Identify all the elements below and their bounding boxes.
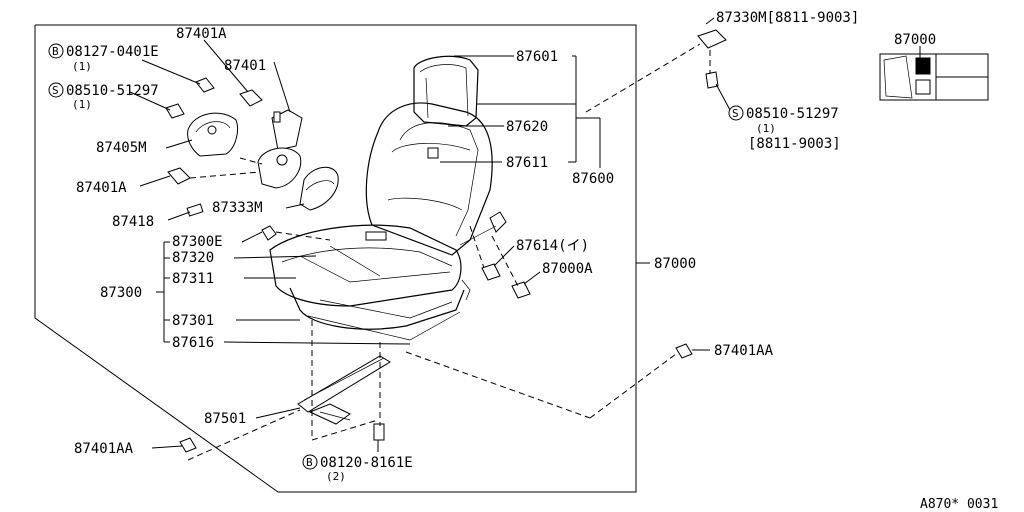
label-87311: 87311: [172, 271, 214, 287]
label-87000a: 87000A: [542, 261, 593, 277]
inset-seat-highlight: [915, 57, 931, 75]
label-87614: 87614(イ): [516, 238, 589, 254]
badge-b-08127: B: [52, 45, 59, 58]
leader-lines: [129, 17, 921, 461]
label-87401: 87401: [224, 58, 266, 74]
label-08510-left-qty: (1): [72, 98, 92, 111]
badge-b-08120: B: [306, 456, 313, 469]
label-87320: 87320: [172, 250, 214, 266]
assembly-boundary: [34, 24, 637, 493]
label-87611: 87611: [506, 155, 548, 171]
label-08120-qty: (2): [326, 470, 346, 483]
label-08127-qty: (1): [72, 60, 92, 73]
part-labels: 87401A 87401 08127-0401E (1) 08510-51297…: [66, 10, 998, 512]
label-87333m: 87333M: [212, 200, 263, 216]
label-08510-right-qty: (1): [756, 122, 776, 135]
label-87405m: 87405M: [96, 140, 147, 156]
label-87301: 87301: [172, 313, 214, 329]
label-08510-right-range: [8811-9003]: [748, 136, 841, 152]
label-87401aa-right: 87401AA: [714, 343, 774, 359]
label-87616: 87616: [172, 335, 214, 351]
seat-illustration: [269, 55, 507, 341]
label-87300e: 87300E: [172, 234, 223, 250]
badges: B S S B: [48, 43, 744, 470]
label-08127-0401e: 08127-0401E: [66, 44, 159, 60]
label-inset-87000: 87000: [894, 32, 936, 48]
label-87330m: 87330M[8811-9003]: [716, 10, 859, 26]
label-87401aa-left: 87401AA: [74, 441, 134, 457]
label-87501: 87501: [204, 411, 246, 427]
label-87000-right: 87000: [654, 256, 696, 272]
label-87620: 87620: [506, 119, 548, 135]
label-08510-right: 08510-51297: [746, 106, 839, 122]
label-87600: 87600: [572, 171, 614, 187]
badge-s-08510-right: S: [732, 107, 739, 120]
diagram-code: A870* 0031: [920, 497, 998, 512]
label-87418: 87418: [112, 214, 154, 230]
label-87601: 87601: [516, 49, 558, 65]
badge-s-08510-left: S: [52, 84, 59, 97]
label-87401a-left: 87401A: [76, 180, 127, 196]
small-parts: [165, 29, 727, 453]
vehicle-inset: [879, 48, 989, 101]
label-08120-8161e: 08120-8161E: [320, 455, 413, 471]
label-08510-left: 08510-51297: [66, 83, 159, 99]
label-87300: 87300: [100, 285, 142, 301]
label-87401a-top: 87401A: [176, 26, 227, 42]
